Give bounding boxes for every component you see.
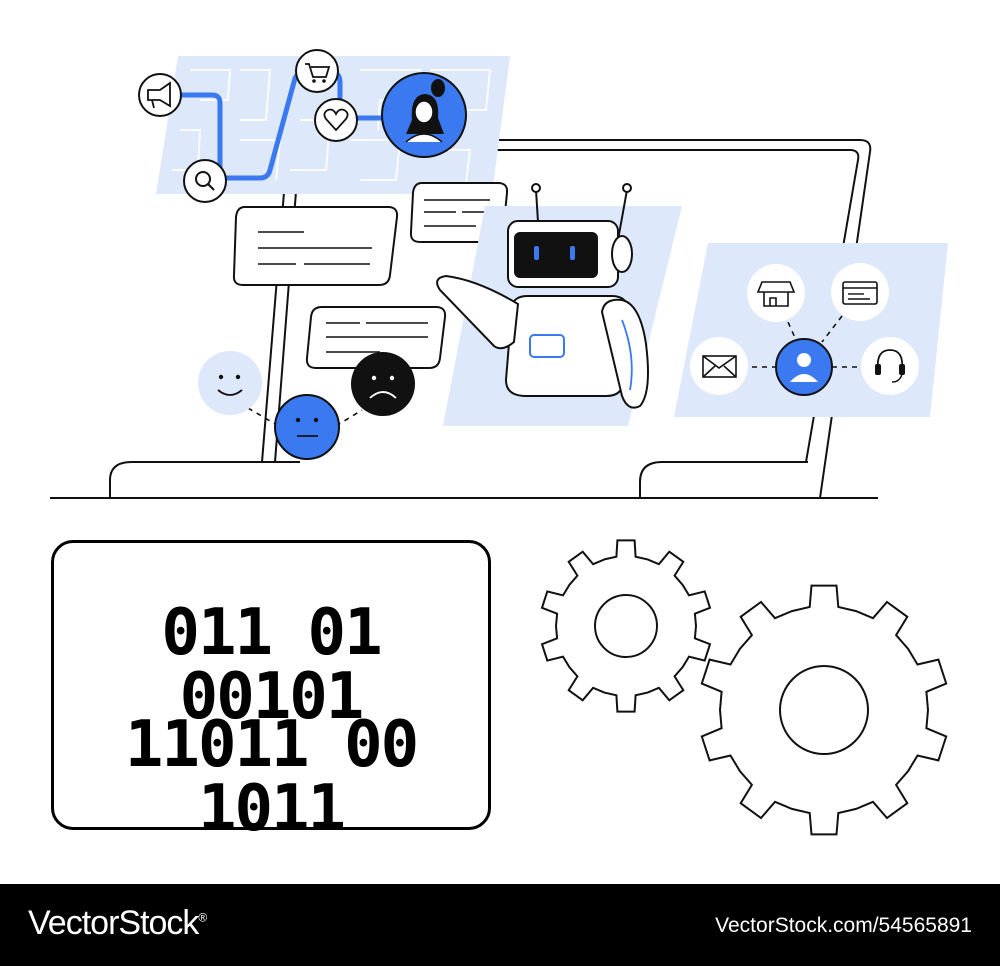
user-icon — [775, 338, 833, 396]
neutral-face-icon — [274, 394, 340, 460]
chat-bubble — [305, 306, 447, 369]
brand-logo: VectorStock® — [28, 904, 207, 943]
illustration-canvas — [50, 49, 948, 836]
binary-line-1: 011 01 00101 — [161, 596, 382, 734]
brand-mark: ® — [198, 910, 207, 925]
browser-window-icon — [831, 263, 889, 321]
binary-code-panel: 011 01 00101 11011 00 1011 — [51, 540, 491, 841]
brand-name: VectorStock — [28, 904, 199, 942]
smile-icon — [198, 351, 262, 415]
mail-icon — [690, 337, 748, 395]
sad-face-icon — [351, 352, 415, 416]
heart-icon — [314, 98, 358, 142]
image-id: VectorStock.com/54565891 — [715, 914, 972, 937]
gear-icon — [540, 539, 712, 713]
robot-icon — [436, 183, 649, 409]
gear-icon — [700, 584, 948, 836]
headset-icon — [861, 337, 919, 395]
search-icon — [183, 159, 227, 203]
binary-line-2: 11011 00 1011 — [124, 708, 419, 846]
cart-icon — [295, 49, 339, 93]
megaphone-icon — [138, 73, 182, 117]
chat-bubble — [232, 206, 399, 286]
store-icon — [747, 264, 805, 322]
woman-avatar-icon — [381, 72, 467, 158]
watermark-bar: VectorStock® VectorStock.com/54565891 — [0, 884, 1000, 966]
